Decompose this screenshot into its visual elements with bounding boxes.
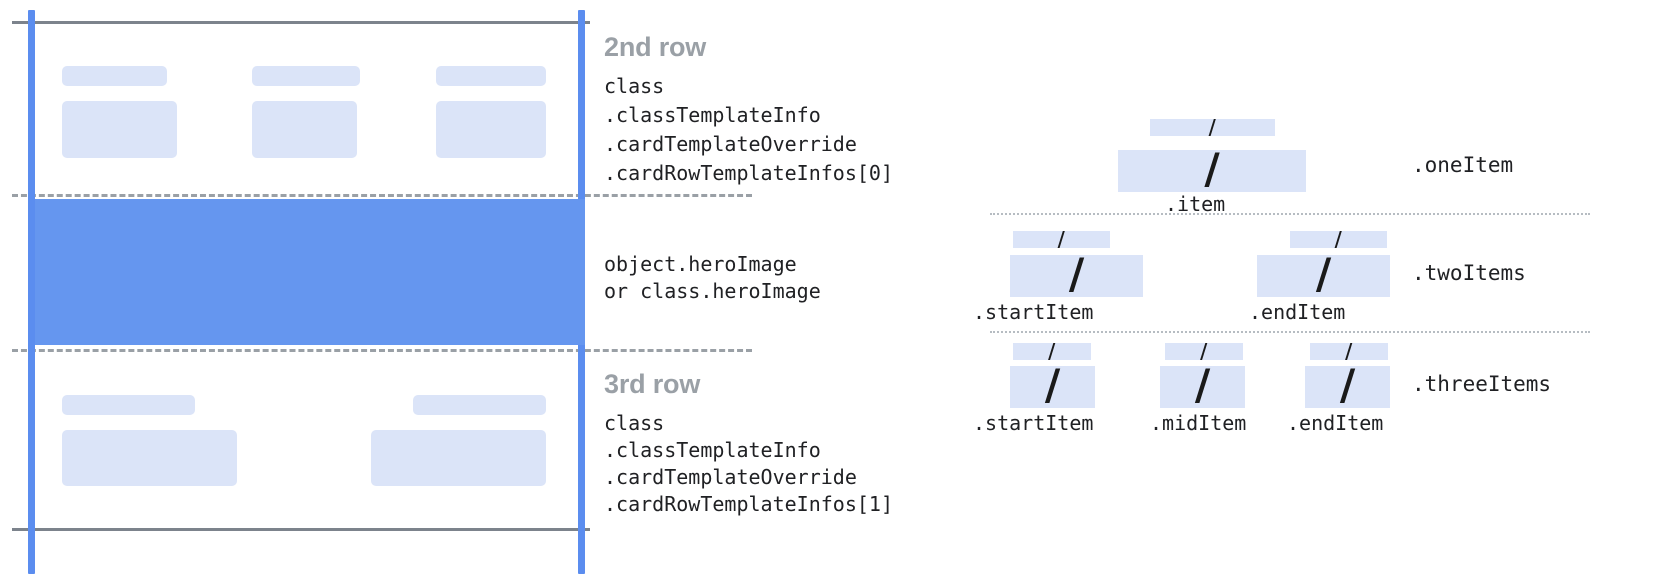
slash-icon: / (1208, 119, 1217, 136)
annotation-code-hero-image-line-2: or class.heroImage (604, 279, 821, 303)
annotation-code-hero-image-line-1: object.heroImage (604, 252, 797, 276)
card-structure-diagram (0, 0, 752, 584)
two-items-start-chip-large: / (1010, 255, 1143, 297)
annotation-code-third-row-line-4: .cardRowTemplateInfos[1] (604, 492, 893, 516)
row3-col1-label-placeholder (62, 395, 195, 415)
card-top-boundary-rule (12, 21, 590, 24)
three-items-end-chip-large: / (1305, 366, 1390, 408)
slash-icon: / (1344, 343, 1354, 360)
slash-icon: / (1194, 366, 1211, 408)
group-label-three-items: .threeItems (1412, 372, 1552, 396)
item-layout-diagram: / / .item .oneItem / / .startItem / / .e… (960, 0, 1676, 584)
layout-separator-upper (990, 213, 1590, 215)
row2-col3-label-placeholder (436, 66, 546, 86)
slash-icon: / (1199, 343, 1209, 360)
slash-icon: / (1068, 255, 1085, 297)
two-items-end-chip-large: / (1257, 255, 1390, 297)
two-items-label-start-item: .startItem (973, 300, 1094, 324)
annotation-code-second-row-line-1: class (604, 74, 665, 98)
annotation-code-third-row-line-2: .classTemplateInfo (604, 438, 821, 462)
three-items-label-mid-item: .midItem (1150, 411, 1247, 435)
slash-icon: / (1057, 231, 1066, 248)
two-items-end-chip-small: / (1290, 231, 1387, 248)
annotation-code-second-row-line-3: .cardTemplateOverride (604, 132, 857, 156)
slash-icon: / (1315, 255, 1332, 297)
three-items-label-end-item: .endItem (1287, 411, 1384, 435)
slash-icon: / (1044, 366, 1061, 408)
row3-col2-label-placeholder (413, 395, 546, 415)
one-item-chip-large: / (1118, 150, 1306, 192)
card-left-edge-guide (28, 10, 35, 574)
three-items-label-start-item: .startItem (973, 411, 1094, 435)
slash-icon: / (1334, 231, 1343, 248)
three-items-mid-chip-large: / (1160, 366, 1245, 408)
row-divider-dashed-upper (12, 194, 752, 197)
one-item-chip-small: / (1150, 119, 1275, 136)
card-bottom-boundary-rule (12, 528, 590, 531)
layout-separator-lower (990, 331, 1590, 333)
three-items-end-chip-small: / (1310, 343, 1388, 360)
annotation-code-third-row-line-3: .cardTemplateOverride (604, 465, 857, 489)
row2-col2-label-placeholder (252, 66, 360, 86)
row2-col2-value-placeholder (252, 101, 357, 158)
row-divider-dashed-lower (12, 349, 752, 352)
row2-col1-label-placeholder (62, 66, 167, 86)
annotation-code-second-row-line-4: .cardRowTemplateInfos[0] (604, 161, 893, 185)
annotation-code-second-row-line-2: .classTemplateInfo (604, 103, 821, 127)
two-items-label-end-item: .endItem (1249, 300, 1346, 324)
group-label-two-items: .twoItems (1412, 261, 1526, 285)
three-items-start-chip-small: / (1013, 343, 1091, 360)
three-items-start-chip-large: / (1010, 366, 1095, 408)
two-items-start-chip-small: / (1013, 231, 1110, 248)
row3-col1-value-placeholder (62, 430, 237, 486)
one-item-label-item: .item (1165, 192, 1226, 216)
row2-col3-value-placeholder (436, 101, 546, 158)
slash-icon: / (1204, 150, 1220, 192)
annotation-heading-third-row: 3rd row (604, 369, 701, 399)
row2-col1-value-placeholder (62, 101, 177, 158)
annotation-code-third-row-line-1: class (604, 411, 665, 435)
hero-image-band (35, 199, 585, 345)
three-items-mid-chip-small: / (1165, 343, 1243, 360)
row3-col2-value-placeholder (371, 430, 546, 486)
slash-icon: / (1047, 343, 1057, 360)
annotation-heading-second-row: 2nd row (604, 32, 707, 62)
slash-icon: / (1339, 366, 1356, 408)
group-label-one-item: .oneItem (1412, 153, 1514, 177)
